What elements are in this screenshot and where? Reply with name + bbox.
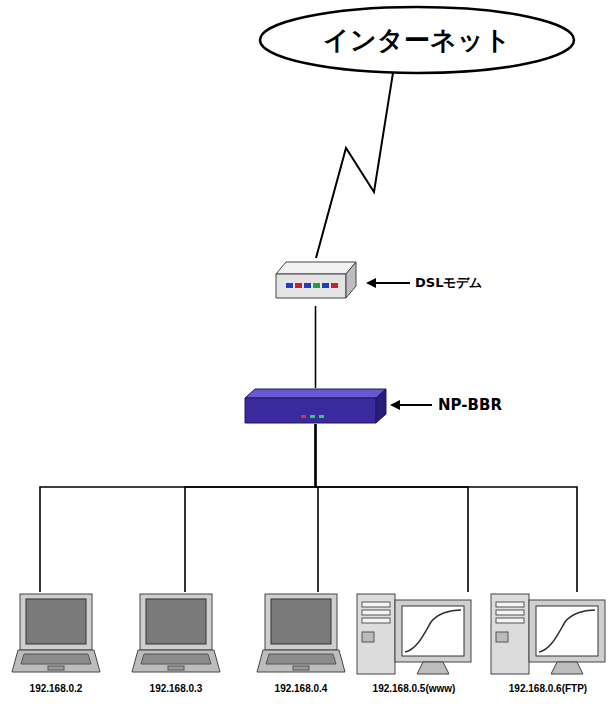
desktop-server: 192.168.0.5(www)	[355, 592, 473, 677]
laptop-screen	[146, 599, 206, 644]
modem-leader	[366, 278, 410, 288]
status-led	[310, 415, 315, 418]
drive-bay	[362, 610, 390, 615]
drive-bay	[496, 610, 524, 615]
pc-outline	[10, 592, 102, 677]
dsl-line	[316, 73, 393, 258]
router-outline	[243, 388, 388, 424]
monitor-frame	[529, 600, 605, 662]
status-led	[304, 283, 311, 288]
text-holder: 192.168.0.2	[8, 683, 104, 694]
laptop-keyboard	[266, 654, 336, 664]
modem-side	[346, 262, 356, 298]
laptop-touchpad	[48, 666, 64, 670]
laptop-screen	[26, 599, 86, 644]
laptop-lid	[140, 594, 212, 650]
drive-bay	[362, 618, 390, 623]
ip-address-label: 192.168.0.2	[8, 683, 104, 694]
status-led	[319, 415, 324, 418]
lan-cable	[315, 306, 317, 388]
leader-arrowhead	[390, 400, 400, 410]
text-holder: インターネット	[258, 5, 576, 75]
cloud-ellipse: インターネット	[258, 5, 576, 75]
text-holder: DSLモデム	[415, 274, 482, 292]
server-tower	[491, 594, 529, 674]
status-led	[295, 283, 302, 288]
drive-bay	[496, 602, 524, 607]
laptop-lid	[265, 594, 337, 650]
device-label: DSLモデム	[415, 274, 482, 292]
lan-cable	[316, 424, 469, 592]
modem-top	[276, 262, 356, 274]
text-holder: 192.168.0.5(www)	[353, 683, 475, 694]
status-led	[331, 283, 338, 288]
status-led	[313, 283, 320, 288]
drive-bay	[362, 602, 390, 607]
lan-cable	[185, 424, 316, 592]
desktop-server: 192.168.0.6(FTP)	[488, 592, 608, 677]
ip-address-label: 192.168.0.6(FTP)	[486, 683, 610, 694]
text-holder: NP-BBR	[438, 396, 502, 414]
leader-arrowhead	[366, 278, 376, 288]
laptop-pc: 192.168.0.2	[10, 592, 102, 677]
router-front	[245, 398, 376, 423]
laptop-screen	[271, 599, 331, 644]
laptop-touchpad	[293, 666, 309, 670]
router-leader	[390, 400, 432, 410]
monitor-stand	[417, 662, 449, 674]
drive-bay	[496, 618, 524, 623]
pc-outline	[488, 592, 608, 677]
ip-address-label: 192.168.0.3	[128, 683, 224, 694]
lan-cable	[316, 424, 578, 592]
leader-line	[398, 404, 432, 406]
lan-cable	[40, 424, 316, 592]
status-led	[301, 415, 306, 418]
status-led	[322, 283, 329, 288]
modem-outline	[272, 258, 360, 306]
router-device: NP-BBR	[243, 388, 388, 424]
laptop-pc: 192.168.0.4	[255, 592, 347, 677]
text-holder: 192.168.0.3	[128, 683, 224, 694]
device-label: NP-BBR	[438, 396, 502, 414]
ip-address-label: 192.168.0.4	[253, 683, 349, 694]
monitor-frame	[395, 600, 471, 662]
router-side	[376, 389, 386, 423]
pc-outline	[130, 592, 222, 677]
cloud-ellipse-line	[260, 7, 574, 73]
text-holder: 192.168.0.6(FTP)	[486, 683, 610, 694]
monitor-stand	[551, 662, 583, 674]
laptop-base	[257, 650, 345, 672]
screen-curve	[539, 610, 595, 652]
monitor-screen	[536, 606, 598, 656]
cloud-label: インターネット	[323, 23, 511, 58]
laptop-lid	[20, 594, 92, 650]
text-holder: 192.168.0.4	[253, 683, 349, 694]
ip-address-label: 192.168.0.5(www)	[353, 683, 475, 694]
pc-outline	[355, 592, 473, 677]
pc-outline	[255, 592, 347, 677]
server-tower	[357, 594, 395, 674]
drive-bay	[496, 632, 508, 642]
laptop-keyboard	[21, 654, 91, 664]
laptop-base	[132, 650, 220, 672]
modem-device: DSLモデム	[272, 258, 360, 306]
drive-bay	[362, 632, 374, 642]
status-led	[286, 283, 293, 288]
laptop-base	[12, 650, 100, 672]
monitor-screen	[402, 606, 464, 656]
leader-line	[374, 282, 410, 284]
laptop-pc: 192.168.0.3	[130, 592, 222, 677]
screen-curve	[405, 610, 461, 652]
router-top	[245, 389, 386, 398]
laptop-keyboard	[141, 654, 211, 664]
modem-front	[276, 274, 346, 298]
laptop-touchpad	[168, 666, 184, 670]
